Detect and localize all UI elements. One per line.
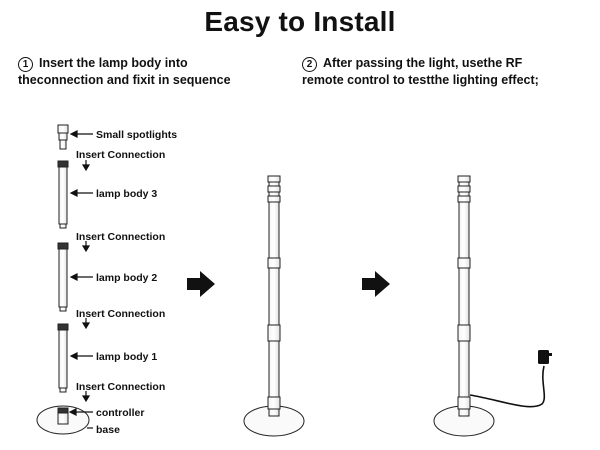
lamp-body-2-part <box>57 242 69 312</box>
step-1-line-2: theconnection and fixit in sequence <box>18 73 231 87</box>
page-title: Easy to Install <box>204 6 396 37</box>
step-2-line-1: After passing the light, usethe RF <box>323 56 523 70</box>
step-1-line-1: Insert the lamp body into <box>39 56 188 70</box>
step-2-line-2: remote control to testthe lighting effec… <box>302 73 539 87</box>
lamp-body-1-part <box>57 323 69 393</box>
label-arrows <box>68 130 93 429</box>
insert-connection-label: Insert Connection <box>76 308 165 320</box>
base-label: base <box>96 424 120 436</box>
insert-connection-label: Insert Connection <box>76 381 165 393</box>
right-arrow-icon <box>187 271 215 297</box>
insert-connection-label: Insert Connection <box>76 231 165 243</box>
power-adapter-icon <box>538 350 549 364</box>
insert-connection-label: Insert Connection <box>76 149 165 161</box>
exploded-lamp-diagram <box>36 124 90 435</box>
powered-lamp <box>433 175 495 437</box>
controller-label: controller <box>96 407 144 419</box>
small-spotlight-part <box>57 124 69 150</box>
assembled-lamp <box>243 175 305 437</box>
lamp-body-3-label: lamp body 3 <box>96 188 157 200</box>
small-spotlights-label: Small spotlights <box>96 129 177 141</box>
power-cord <box>469 350 552 408</box>
right-arrow-icon <box>362 271 390 297</box>
lamp-body-3-part <box>57 160 69 229</box>
lamp-body-2-label: lamp body 2 <box>96 272 157 284</box>
lamp-body-1-label: lamp body 1 <box>96 351 157 363</box>
base-part <box>36 405 90 435</box>
